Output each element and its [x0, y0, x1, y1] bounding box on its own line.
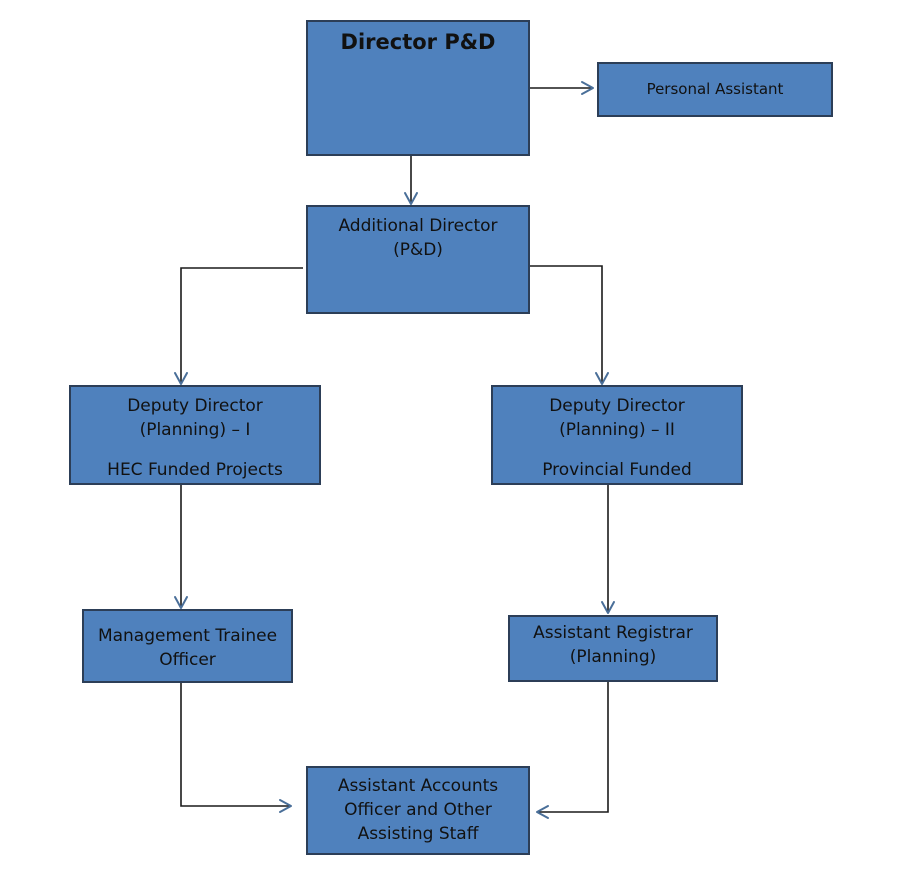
deputy-director-2-line1: Deputy Director: [549, 396, 685, 416]
spacer: [71, 442, 319, 458]
deputy-director-2-box: Deputy Director (Planning) – II Provinci…: [491, 385, 743, 485]
connector-ar-to-aao: [539, 682, 609, 813]
management-trainee-box: Management Trainee Officer: [82, 609, 293, 683]
personal-assistant-box: Personal Assistant: [597, 62, 833, 117]
deputy-director-1-line2: (Planning) – I: [139, 420, 251, 440]
management-trainee-line1: Management Trainee: [97, 626, 278, 646]
deputy-director-2-line3: Provincial Funded: [542, 460, 692, 480]
deputy-director-1-line3: HEC Funded Projects: [107, 460, 283, 480]
connector-additional-to-dd1: [180, 267, 303, 383]
connector-mto-to-aao: [180, 683, 290, 807]
management-trainee-line2: Officer: [159, 650, 216, 670]
director-title: Director P&D: [340, 30, 496, 54]
arrowhead-dd2: [595, 372, 609, 385]
spacer: [493, 442, 741, 458]
deputy-director-1-line1: Deputy Director: [127, 396, 263, 416]
arrowhead-dd1: [174, 372, 188, 385]
connector-additional-to-dd2: [530, 265, 603, 383]
additional-director-line2: (P&D): [393, 240, 443, 260]
arrowhead-aao-left: [279, 799, 292, 813]
assistant-accounts-line3: Assisting Staff: [357, 824, 479, 844]
arrowhead-pa: [581, 81, 594, 95]
assistant-registrar-line2: (Planning): [569, 647, 657, 667]
arrowhead-aao-right: [536, 805, 549, 819]
assistant-accounts-line2: Officer and Other: [344, 800, 492, 820]
additional-director-box: Additional Director (P&D): [306, 205, 530, 314]
personal-assistant-label: Personal Assistant: [646, 80, 784, 98]
assistant-registrar-box: Assistant Registrar (Planning): [508, 615, 718, 682]
assistant-accounts-box: Assistant Accounts Officer and Other Ass…: [306, 766, 530, 855]
deputy-director-2-line2: (Planning) – II: [559, 420, 675, 440]
director-box: Director P&D: [306, 20, 530, 156]
arrowhead-ar: [601, 601, 615, 614]
arrowhead-mto: [174, 596, 188, 609]
assistant-registrar-line1: Assistant Registrar: [533, 623, 693, 643]
arrowhead-additional: [404, 192, 418, 205]
additional-director-line1: Additional Director: [338, 216, 498, 236]
assistant-accounts-line1: Assistant Accounts: [337, 776, 499, 796]
deputy-director-1-box: Deputy Director (Planning) – I HEC Funde…: [69, 385, 321, 485]
